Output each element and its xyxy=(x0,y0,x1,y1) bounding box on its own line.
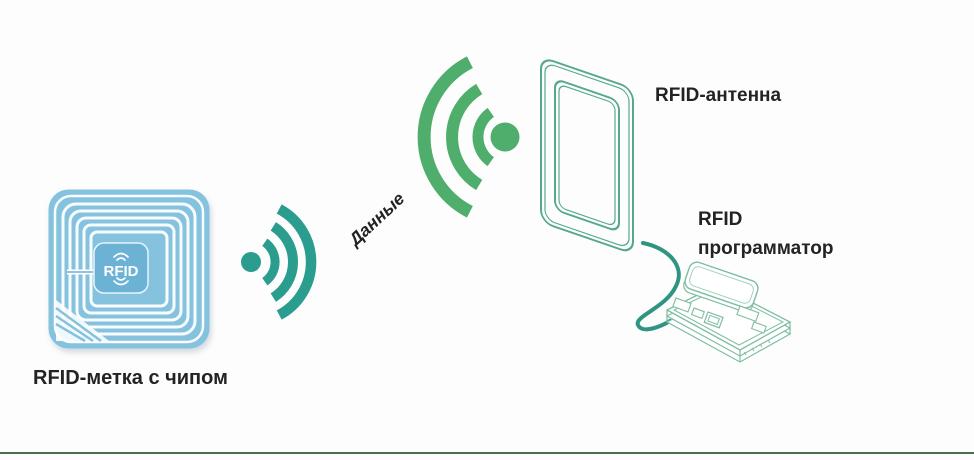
wifi-signal-large-icon xyxy=(417,56,520,218)
antenna-label: RFID-антенна xyxy=(655,85,782,106)
tag-folded-corner xyxy=(55,300,109,343)
wifi-signal-small-icon xyxy=(241,204,317,320)
programmer-label-line2: программатор xyxy=(698,238,834,259)
chip-wifi-icon xyxy=(113,277,129,286)
rfid-tag-icon: RFID xyxy=(48,189,210,349)
tag-label: RFID-метка с чипом xyxy=(33,367,228,389)
circuit-board-icon xyxy=(665,261,792,363)
programmer-label: RFID программатор xyxy=(698,205,833,263)
data-label: Данные xyxy=(344,188,409,250)
tag-chip: RFID xyxy=(93,242,149,294)
board-shield xyxy=(683,261,759,313)
chip-wifi-icon xyxy=(113,252,129,261)
chip-label: RFID xyxy=(104,263,139,280)
cable-line xyxy=(635,241,681,332)
bottom-divider-line xyxy=(0,452,974,454)
programmer-label-line1: RFID xyxy=(698,209,743,230)
antenna-frame-icon xyxy=(540,59,634,252)
